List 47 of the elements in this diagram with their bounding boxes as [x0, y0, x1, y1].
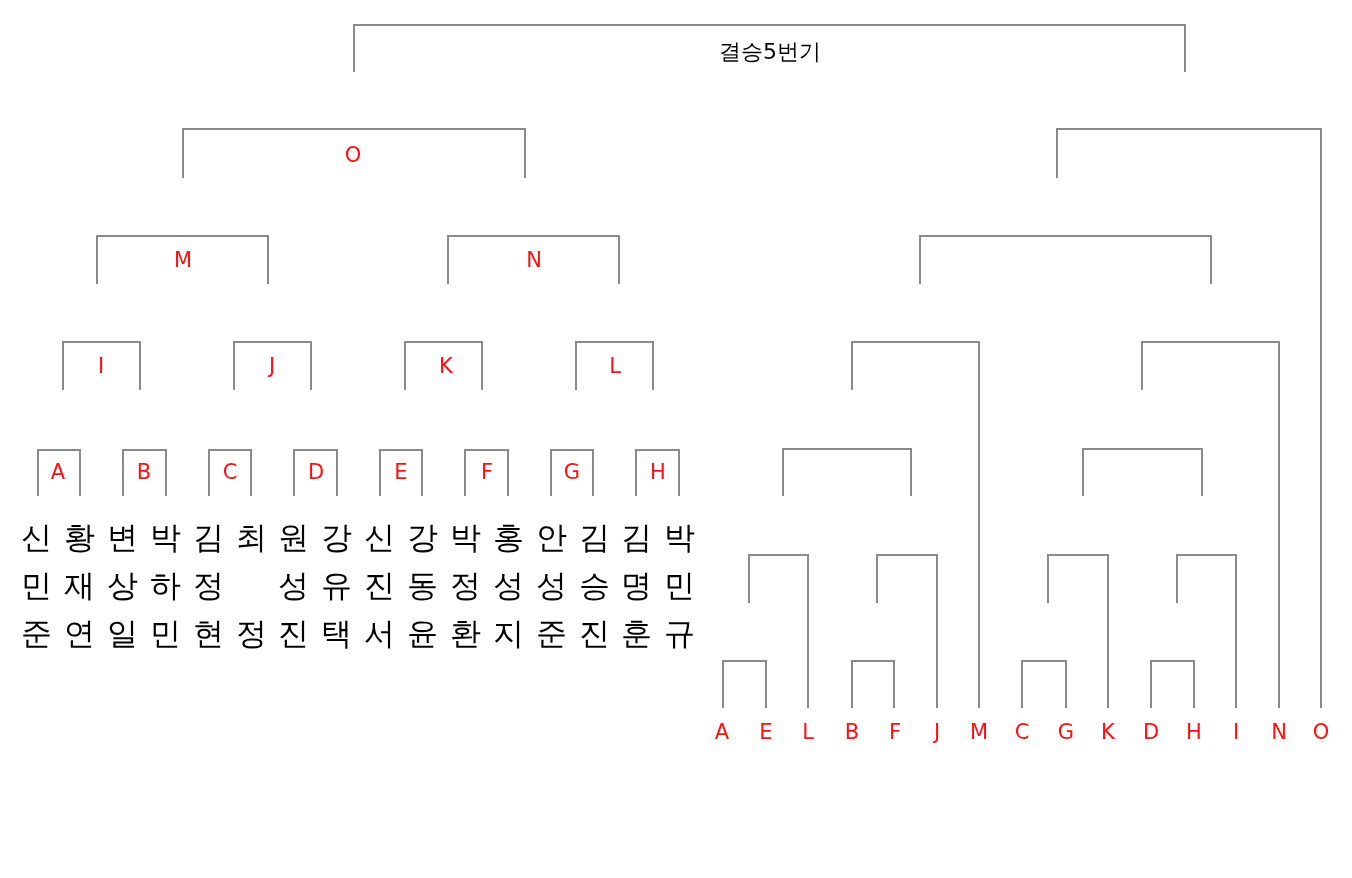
player-name: 박정환	[449, 518, 481, 653]
bracket-letter: O	[344, 144, 362, 166]
player-name: 안성준	[535, 518, 567, 653]
player-name: 김명훈	[620, 518, 652, 653]
bracket-letter: N	[1271, 721, 1287, 743]
bracket-letter: L	[609, 355, 621, 377]
bracket-letter: I	[1232, 721, 1240, 743]
bracket-letter: M	[173, 249, 193, 271]
player-name: 변상일	[106, 518, 138, 653]
player-name: 박하민	[149, 518, 181, 653]
bracket-letter: K	[439, 355, 453, 377]
bracket-letter: E	[759, 721, 773, 743]
bracket-letter: L	[802, 721, 814, 743]
player-name: 최정	[235, 518, 267, 653]
bracket-letter: D	[307, 461, 325, 483]
player-name: 박민규	[663, 518, 695, 653]
player-name: 김승진	[578, 518, 610, 653]
player-name: 황재연	[63, 518, 95, 653]
bracket-letter: A	[50, 461, 66, 483]
bracket-letter: G	[1057, 721, 1075, 743]
bracket-letter: F	[480, 461, 494, 483]
player-name: 신민준	[20, 518, 52, 653]
player-name: 원성진	[277, 518, 309, 653]
bracket-letter: J	[933, 721, 941, 743]
player-name: 홍성지	[492, 518, 524, 653]
bracket-letter: B	[136, 461, 152, 483]
bracket-letter: H	[650, 461, 666, 483]
bracket-letter: J	[268, 355, 276, 377]
bracket-title: 결승5번기	[719, 41, 821, 63]
bracket-letter: H	[1186, 721, 1202, 743]
bracket-letter: D	[1142, 721, 1160, 743]
bracket-letter: C	[1014, 721, 1030, 743]
player-name: 김정현	[192, 518, 224, 653]
bracket-letter: E	[394, 461, 408, 483]
bracket-letter: B	[844, 721, 860, 743]
player-name: 강유택	[320, 518, 352, 653]
bracket-letter: C	[222, 461, 238, 483]
bracket-letter: N	[526, 249, 542, 271]
bracket-letter: F	[888, 721, 902, 743]
bracket-letter: M	[969, 721, 989, 743]
bracket-letter: I	[97, 355, 105, 377]
player-name: 신진서	[363, 518, 395, 653]
player-name: 강동윤	[406, 518, 438, 653]
bracket-letter: G	[563, 461, 581, 483]
bracket-letter: K	[1101, 721, 1115, 743]
bracket-letter: A	[714, 721, 730, 743]
bracket-letter: O	[1312, 721, 1330, 743]
